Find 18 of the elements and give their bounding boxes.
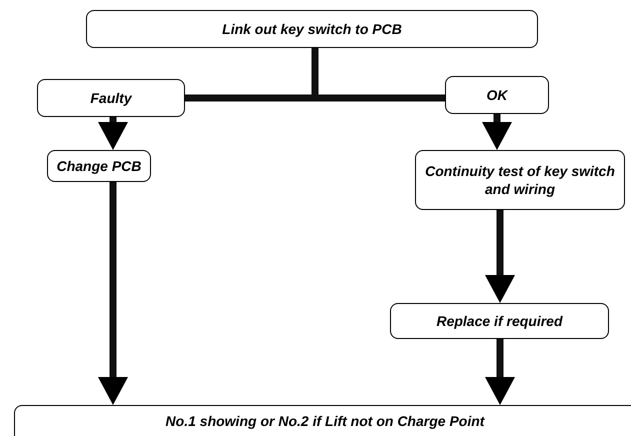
arrow — [485, 210, 515, 303]
box-text: Change PCB — [56, 157, 142, 175]
arrow — [485, 339, 515, 405]
box-text: Link out key switch to PCB — [221, 20, 403, 38]
process-box — [445, 76, 549, 114]
box-text: OK — [486, 86, 509, 104]
box-text: Continuity test of key switch and wiring — [424, 162, 616, 198]
arrow — [482, 114, 512, 150]
arrow — [98, 117, 128, 150]
box-text: Replace if required — [435, 312, 564, 330]
process-box — [390, 303, 609, 339]
process-box — [86, 10, 538, 48]
process-box — [37, 79, 185, 117]
arrow — [98, 182, 128, 405]
process-box — [415, 150, 625, 210]
process-box — [47, 150, 151, 182]
box-text: Faulty — [89, 89, 134, 107]
box-text: No.1 showing or No.2 if Lift not on Charge Point — [164, 412, 486, 430]
